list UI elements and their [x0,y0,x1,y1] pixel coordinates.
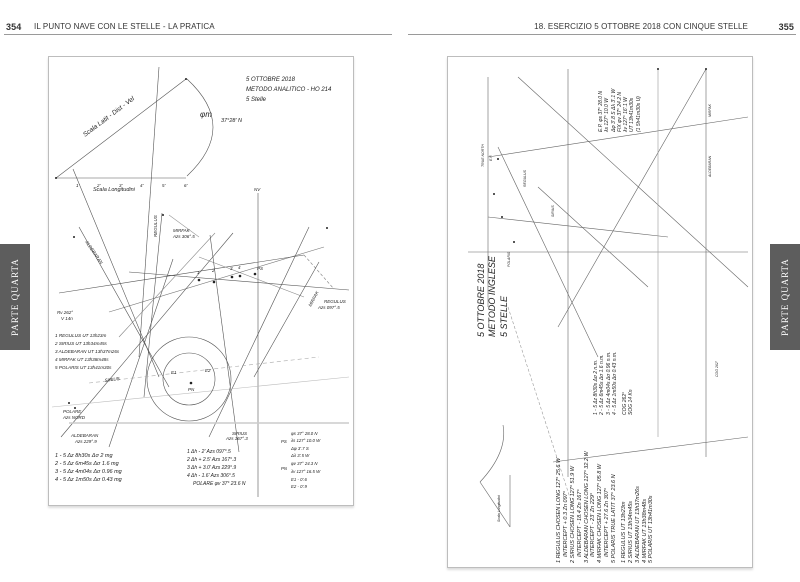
regulus-az: REGULUS [324,299,346,304]
svg-text:SIRIUS: SIRIUS [551,205,555,217]
svg-text:TRUE NORTH: TRUE NORTH [481,144,485,167]
phi-value: 37°28' N [221,118,242,124]
point-label: 4 [238,265,241,270]
left-diagram-frame: Scala Latit - Dist - Vel Scala Longitudi… [48,56,354,506]
right-diagram-title: 5 OTTOBRE 2018 METODO INGLESE 5 STELLE [476,256,509,337]
right-small-labels: TRUE NORTH E.P. REGULUS SIRIUS ALDEBARAN… [481,103,719,522]
svg-text:Δφ 3'.7 S: Δφ 3'.7 S [290,446,309,451]
svg-text:Δλ 3'.5 W: Δλ 3'.5 W [290,453,310,458]
polare-label: POLARE [63,409,82,414]
svg-text:1 Δh - 2' Azs 097°.5: 1 Δh - 2' Azs 097°.5 [187,449,231,455]
svg-text:3 - 5 Δz 4m04s Δσ 0.96 mg: 3 - 5 Δz 4m04s Δσ 0.96 mg [55,469,123,475]
scale-tick: 2' [96,183,101,188]
svg-text:E.P.: E.P. [489,155,493,161]
epsilon-label: Ε1 [171,370,177,375]
header-rule-right [408,34,796,35]
svg-text:λv 127° 16.5 W: λv 127° 16.5 W [290,469,321,474]
left-running-title: IL PUNTO NAVE CON LE STELLE - LA PRATICA [34,22,215,31]
sirius-az: SIRIUS [232,431,247,436]
scale-tick: 5' [162,183,166,188]
header-rule-left [4,34,392,35]
aldebaran-az: ALDEBARAN [70,433,99,438]
svg-text:4 Δh - 1.6' Azs 306°.5: 4 Δh - 1.6' Azs 306°.5 [187,473,235,479]
point-label: 1 [197,270,200,275]
sirius-az: Azs 167°.3 [225,436,248,441]
nv-label: NV [254,187,261,192]
lop-label: REGULUS [153,215,158,237]
diagram-method: METODO ANALITICO - HO 214 [246,87,332,93]
point-label: PN [188,387,195,392]
svg-text:Ε1 - 0'.6: Ε1 - 0'.6 [291,477,307,482]
plotting-sheet-analitico: Scala Latit - Dist - Vel Scala Longitudi… [51,66,350,497]
right-running-title: 18. ESERCIZIO 5 OTTOBRE 2018 CON CINQUE … [534,22,748,31]
svg-text:φv 37° 24.3 N: φv 37° 24.3 N [291,461,318,466]
right-page-number: 355 [778,22,794,32]
right-deltas: 1 - 5 Δz 8h30s Δσ 2 n.m.2 - 5 Δz 6m45s Δ… [593,351,635,415]
svg-text:4 MIRFAK UT 13h38m48s: 4 MIRFAK UT 13h38m48s [55,357,109,362]
svg-text:1 - 5 Δz 8h30s Δσ 2 mg: 1 - 5 Δz 8h30s Δσ 2 mg [55,453,114,459]
aldebaran-az: Azs 229°.9 [74,439,97,444]
svg-text:2 Δh + 2.5' Azs 167°.3: 2 Δh + 2.5' Azs 167°.3 [186,457,236,463]
svg-text:4 - 5 Δz 1m50s Δσ 0.43 mg: 4 - 5 Δz 1m50s Δσ 0.43 mg [55,477,123,483]
lop-label: SIRIUS [104,376,120,383]
course-label: Rv 262° [57,310,73,315]
svg-text:λs 127° 10.0 W: λs 127° 10.0 W [290,438,321,443]
svg-text:1 REGULUS UT 13h23m: 1 REGULUS UT 13h23m [55,333,106,338]
svg-text:POLARE φv 37° 23.6 N: POLARE φv 37° 23.6 N [193,481,246,487]
polare-az: Azs NORD [62,415,86,420]
plotting-sheet-inglese: TRUE NORTH E.P. REGULUS SIRIUS ALDEBARAN… [468,68,749,528]
svg-text:φs 37° 28.0 N: φs 37° 28.0 N [291,431,318,436]
regulus-az: Azs 097°.5 [317,305,340,310]
scale-tick: 6' [184,183,188,188]
intercepts-list: 1 Δh - 2' Azs 097°.5 2 Δh + 2.5' Azs 167… [186,449,246,487]
epsilon-label: Ε2 [205,368,211,373]
lop-label: ALDEBARAN [84,239,105,266]
times-list: 1 REGULUS UT 13h23m 2 SIRIUS UT 13h34m45… [54,333,120,370]
scale-tick: 3' [119,183,123,188]
side-tab-right: PARTE QUARTA [770,244,800,350]
svg-text:2 SIRIUS UT 13h34m45s: 2 SIRIUS UT 13h34m45s [54,341,108,346]
svg-text:Ε2 - 0'.9: Ε2 - 0'.9 [291,484,307,489]
diagram-subtitle: 5 Stelle [246,97,267,103]
speed-label: V 14n [61,316,73,321]
svg-text:COG 262°: COG 262° [715,360,719,377]
svg-text:PN: PN [281,466,288,471]
long-scale-label: Scala Longitudini [93,187,136,193]
point-label: PS [257,266,263,271]
svg-text:5 POLARIS UT 13h41m30s: 5 POLARIS UT 13h41m30s [55,365,112,370]
diagram-title: 5 OTTOBRE 2018 [246,77,296,83]
side-tab-left: PARTE QUARTA [0,244,30,350]
left-page-number: 354 [6,22,22,32]
position-values: PS φs 37° 28.0 N λs 127° 10.0 W Δφ 3'.7 … [281,431,321,489]
scale-tick: 4' [140,183,144,188]
svg-text:3 ALDEBARAN UT 13h37m26s: 3 ALDEBARAN UT 13h37m26s [55,349,120,354]
right-diagram-frame: TRUE NORTH E.P. REGULUS SIRIUS ALDEBARAN… [447,56,753,568]
lat-scale-label: Scala Latit - Dist - Vel [82,95,136,138]
deltas-list: 1 - 5 Δz 8h30s Δσ 2 mg 2 - 5 Δz 6m45s Δσ… [54,453,123,483]
svg-text:3 Δh + 3.0' Azs 229°.9: 3 Δh + 3.0' Azs 229°.9 [187,465,236,471]
mirfak-az: MIRFAK [173,228,191,233]
mirfak-az: Azs 306°.5 [172,234,195,239]
scale-tick: 1' [76,183,80,188]
svg-text:2 - 5 Δz 6m45s Δσ 1.6 mg: 2 - 5 Δz 6m45s Δσ 1.6 mg [54,461,120,467]
svg-text:PS: PS [281,439,287,444]
svg-text:REGULUS: REGULUS [523,169,527,187]
svg-text:ALDEBARAN: ALDEBARAN [708,155,712,178]
phi-symbol: φm [200,110,212,119]
point-label: 3 [230,266,233,271]
svg-text:POLARIS: POLARIS [507,251,511,267]
svg-text:MIRFAK: MIRFAK [708,103,712,117]
svg-text:Scala Longitudini: Scala Longitudini [497,495,501,522]
point-label: 2 [211,268,215,273]
